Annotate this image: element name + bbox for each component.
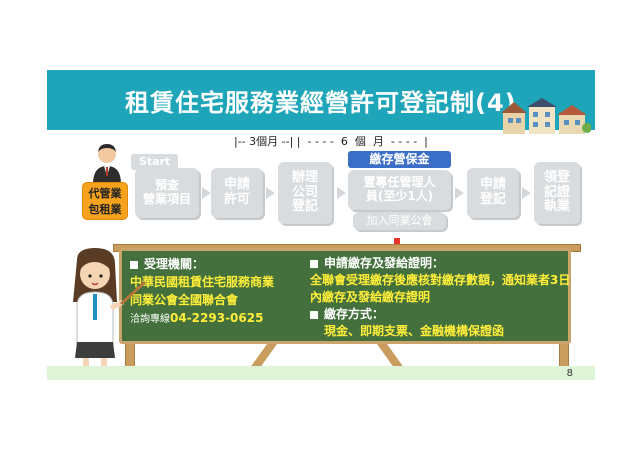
step-label: 預查 營業項目 bbox=[142, 178, 191, 206]
start-label: Start bbox=[131, 154, 179, 170]
title-bar: 租賃住宅服務業經營許可登記制(4) bbox=[47, 70, 595, 134]
step-receive-certificate: 領登 記證 執業 bbox=[534, 162, 580, 224]
bullet-square-icon bbox=[310, 310, 318, 319]
timeline-label: |-- 3個月 --| | - - - - 6 個 月 - - - - | bbox=[234, 135, 428, 148]
apply-text: 全聯會受理繳存後應核對繳存數額，通知業者3日內繳存及發給繳存證明 bbox=[310, 273, 571, 304]
apply-heading: 申請繳存及發給證明： bbox=[324, 256, 445, 270]
deposit-badge: 繳存營保金 bbox=[348, 151, 451, 168]
info-board: 受理機關： 中華民國租賃住宅服務商業同業公會全國聯合會 洽詢專線04-2293-… bbox=[119, 248, 571, 344]
method-heading: 繳存方式： bbox=[324, 307, 385, 321]
ground-strip bbox=[47, 366, 595, 380]
application-column: 申請繳存及發給證明： 全聯會受理繳存後應核對繳存數額，通知業者3日內繳存及發給繳… bbox=[310, 255, 572, 340]
flow-arrow-icon bbox=[202, 187, 211, 199]
step-appoint-manager: 置專任管理人 員(至少1人) bbox=[348, 170, 451, 210]
step-label: 領登 記證 執業 bbox=[543, 169, 570, 215]
flow-arrow-icon bbox=[455, 187, 464, 199]
slide: 租賃住宅服務業經營許可登記制(4) |-- 3個月 --| | - - - - … bbox=[47, 70, 595, 380]
houses-illustration-icon bbox=[501, 98, 591, 134]
method-text: 現金、即期支票、金融機構保證函 bbox=[324, 324, 505, 338]
agent-type-label: 代管業 包租業 bbox=[82, 182, 128, 220]
bullet-square-icon bbox=[310, 259, 318, 268]
step-apply-registration: 申請 登記 bbox=[467, 168, 519, 218]
flow-arrow-icon bbox=[522, 187, 531, 199]
teacher-illustration-icon bbox=[73, 248, 147, 370]
business-person-icon bbox=[93, 144, 121, 184]
step-company-registration: 辦理 公司 登記 bbox=[278, 162, 332, 224]
step-label: 置專任管理人 員(至少1人) bbox=[363, 175, 436, 203]
flow-arrow-icon bbox=[266, 187, 275, 199]
step-label: 辦理 公司 登記 bbox=[291, 169, 318, 215]
contact-phone: 04-2293-0625 bbox=[170, 311, 264, 325]
agency-heading: 受理機關： bbox=[144, 257, 205, 271]
step-apply-permit: 申請 許可 bbox=[211, 168, 263, 218]
agency-column: 受理機關： 中華民國租賃住宅服務商業同業公會全國聯合會 洽詢專線04-2293-… bbox=[130, 255, 276, 329]
flow-arrow-icon bbox=[337, 187, 346, 199]
page-number: 8 bbox=[566, 368, 573, 379]
agency-name: 中華民國租賃住宅服務商業同業公會全國聯合會 bbox=[130, 275, 275, 307]
join-association-label: 加入同業公會 bbox=[366, 213, 433, 227]
step-label: 申請 許可 bbox=[223, 177, 250, 207]
bullet-square-icon bbox=[130, 260, 138, 269]
join-association-badge: 加入同業公會 bbox=[353, 212, 446, 230]
step-label: 申請 登記 bbox=[479, 177, 506, 207]
contact-label: 洽詢專線 bbox=[130, 314, 170, 325]
slide-title: 租賃住宅服務業經營許可登記制(4) bbox=[125, 89, 517, 117]
step-prequery: 預查 營業項目 bbox=[135, 168, 199, 218]
